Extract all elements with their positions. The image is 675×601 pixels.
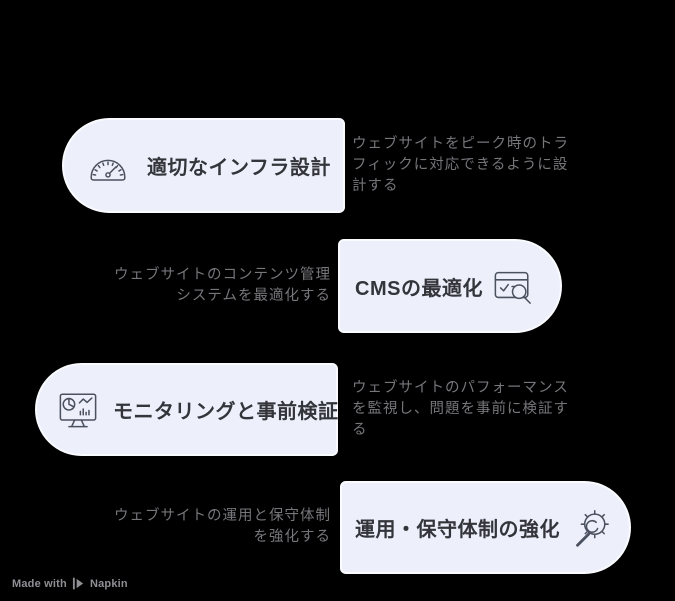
napkin-logo-icon <box>72 577 85 590</box>
node-cms-optimization: CMSの最適化 <box>338 239 562 333</box>
gauge-icon <box>87 148 129 184</box>
description-line: ウェブサイトのコンテンツ管理 <box>114 267 331 283</box>
description-line: を強化する <box>253 529 331 545</box>
description-line: ウェブサイトのパフォーマンス <box>352 380 569 396</box>
node-label: 適切なインフラ設計 <box>147 157 331 179</box>
description-monitoring-verification: ウェブサイトのパフォーマンス を監視し、問題を事前に検証す る <box>352 378 597 441</box>
description-line: システムを最適化する <box>176 288 331 304</box>
description-line: ウェブサイトの運用と保守体制 <box>114 508 331 524</box>
description-line: る <box>352 422 368 438</box>
monitor-chart-icon <box>56 390 100 430</box>
node-label: モニタリングと事前検証 <box>113 401 339 423</box>
browser-search-icon <box>491 266 535 306</box>
node-infrastructure-design: 適切なインフラ設計 <box>62 118 345 213</box>
made-with-napkin-link[interactable]: Made with Napkin <box>12 577 128 590</box>
description-line: 計する <box>352 178 399 194</box>
node-label: 運用・保守体制の強化 <box>355 519 560 541</box>
made-with-label: Made with <box>12 577 67 590</box>
node-label: CMSの最適化 <box>355 277 483 300</box>
node-monitoring-verification: モニタリングと事前検証 <box>35 363 338 456</box>
description-line: ウェブサイトをピーク時のトラ <box>352 136 569 152</box>
node-operations-maintenance: 運用・保守体制の強化 <box>340 481 631 574</box>
wrench-gear-icon <box>567 506 611 550</box>
description-cms-optimization: ウェブサイトのコンテンツ管理 システムを最適化する <box>22 265 331 307</box>
description-operations-maintenance: ウェブサイトの運用と保守体制 を強化する <box>22 506 331 548</box>
description-line: を監視し、問題を事前に検証す <box>352 401 569 417</box>
description-line: フィックに対応できるように設 <box>352 157 569 173</box>
napkin-brand-label: Napkin <box>89 577 128 590</box>
description-infrastructure-design: ウェブサイトをピーク時のトラ フィックに対応できるように設 計する <box>352 134 597 197</box>
